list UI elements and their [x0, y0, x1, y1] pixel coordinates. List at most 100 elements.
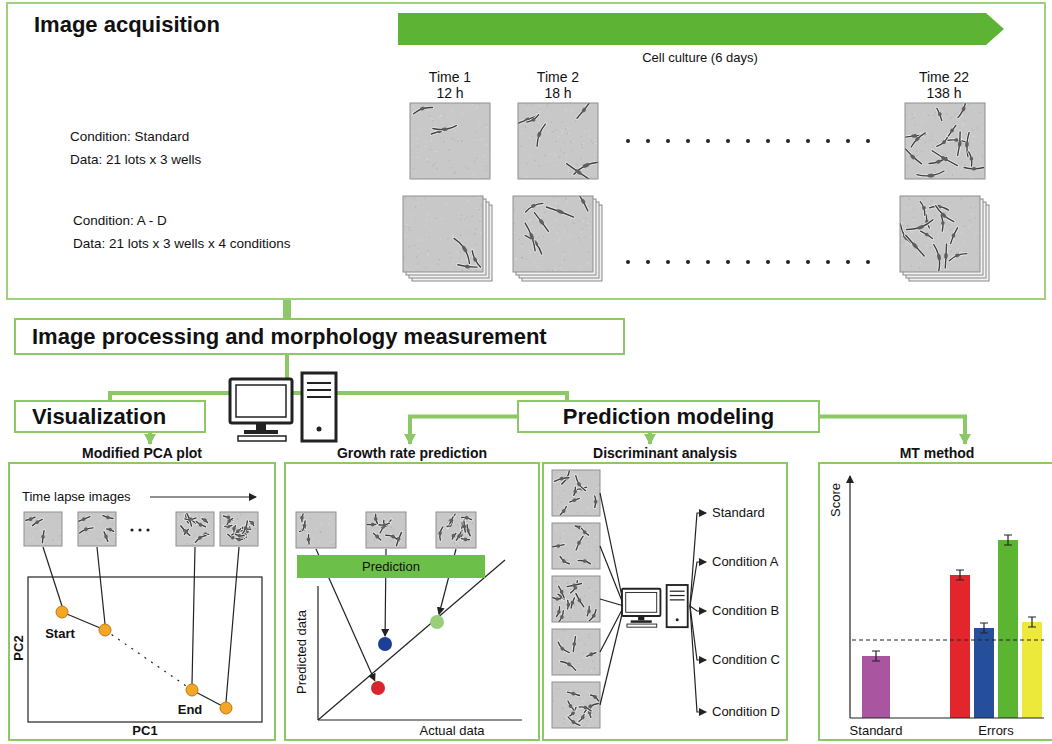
section-header: Image processing and morphology measurem…: [14, 318, 625, 355]
leader-line: [849, 476, 850, 718]
ellipsis-dot: [706, 139, 710, 143]
text-label: Cell culture (6 days): [642, 51, 758, 66]
pca-point: [186, 684, 198, 696]
score-bar: [950, 575, 970, 718]
ellipsis-dot: [646, 139, 650, 143]
ellipsis-dot: [846, 139, 850, 143]
flow-connector: [283, 300, 291, 318]
text-label: PC2: [12, 635, 27, 660]
pca-point: [56, 606, 68, 618]
ellipsis-dot: [786, 139, 790, 143]
ellipsis-dot: [686, 260, 690, 264]
leader-line: [226, 547, 239, 702]
cell-image: [551, 629, 600, 676]
text-label: Predicted data: [295, 610, 310, 694]
cell-image: [551, 470, 600, 516]
text-label: Time 1: [429, 69, 471, 85]
ellipsis-dot: [866, 139, 870, 143]
prediction-point: [371, 681, 385, 695]
ellipsis-dot: [746, 139, 750, 143]
flow-connector: [820, 417, 965, 445]
text-label: Time 2: [537, 69, 579, 85]
ellipsis-dot: [766, 139, 770, 143]
cell-image: [551, 576, 600, 622]
error-bar: [1004, 535, 1012, 545]
leader-line: [62, 612, 105, 630]
leader-line: [192, 547, 195, 684]
error-bar: [872, 651, 880, 661]
flow-connector: [648, 433, 652, 444]
cell-image: [517, 102, 601, 180]
text-label: Time 22: [919, 69, 969, 85]
ellipsis-dot: [726, 260, 730, 264]
leader-line: [850, 717, 1044, 718]
leader-line: [690, 606, 706, 712]
text-label: 18 h: [544, 85, 571, 101]
leader-line: [690, 562, 706, 606]
method-panel: Discriminant analysis: [542, 444, 788, 741]
leader-line: [318, 560, 505, 720]
text-label: End: [178, 703, 203, 718]
method-panel: MT method: [818, 444, 1052, 741]
prediction-point: [378, 637, 392, 651]
ellipsis-dot: [686, 139, 690, 143]
ellipsis-dot: [826, 260, 830, 264]
cell-image: [435, 512, 476, 548]
section-header: Prediction modeling: [517, 400, 820, 433]
text-label: Condition D: [712, 705, 780, 720]
leader-line: [318, 719, 522, 720]
error-bar: [956, 570, 964, 580]
error-bar: [1028, 617, 1036, 627]
text-label: Errors: [978, 724, 1013, 739]
text-label: 12 h: [436, 85, 463, 101]
growth-art: [295, 512, 522, 720]
cell-image: [402, 196, 483, 272]
text-label: 138 h: [926, 85, 961, 101]
text-label: Data: 21 lots x 3 wells: [70, 152, 201, 168]
text-label: Condition: Standard: [70, 129, 189, 145]
computer-icon: [622, 585, 688, 627]
cell-image: [23, 512, 62, 546]
mt-art: [850, 476, 1044, 718]
ellipsis-dot: [726, 139, 730, 143]
ellipsis-dot: [826, 139, 830, 143]
method-panel: Modified PCA plot: [8, 444, 276, 741]
header-text: Image processing and morphology measurem…: [32, 324, 547, 350]
leader-line: [43, 547, 62, 606]
cell-image: [175, 512, 214, 546]
section-header: Visualization: [14, 400, 206, 433]
pca-point: [220, 702, 232, 714]
text-label: Condition C: [712, 653, 780, 668]
flow-connector: [148, 433, 152, 444]
pca-point: [99, 624, 111, 636]
leader-line: [600, 546, 624, 606]
panel-border: [818, 462, 1052, 741]
ellipsis-dot: [706, 260, 710, 264]
text-label: Condition B: [712, 604, 779, 619]
leader-line: [600, 599, 624, 606]
ellipsis-dot: [666, 139, 670, 143]
cell-image: [899, 196, 980, 273]
panel-heading: Modified PCA plot: [8, 444, 276, 462]
flow-connector: [410, 417, 517, 445]
text-label: Data: 21 lots x 3 wells x 4 conditions: [73, 236, 291, 252]
bar-text: Prediction: [362, 559, 420, 574]
error-bar: [980, 623, 988, 633]
ellipsis-dot: [766, 260, 770, 264]
ellipsis-dot: [626, 139, 630, 143]
score-bar: [862, 656, 890, 718]
ellipsis-dot: [786, 260, 790, 264]
leader-line: [690, 513, 706, 606]
leader-line: [317, 586, 318, 720]
text-label: Score: [829, 483, 844, 517]
leader-line: [852, 639, 1044, 640]
leader-line: [690, 606, 706, 611]
ellipsis-dot: [746, 260, 750, 264]
method-panel: Growth rate predictionPrediction: [284, 444, 540, 741]
pca-art: [23, 497, 262, 722]
panel-heading: Growth rate prediction: [284, 444, 540, 462]
panel-border: [284, 462, 540, 741]
